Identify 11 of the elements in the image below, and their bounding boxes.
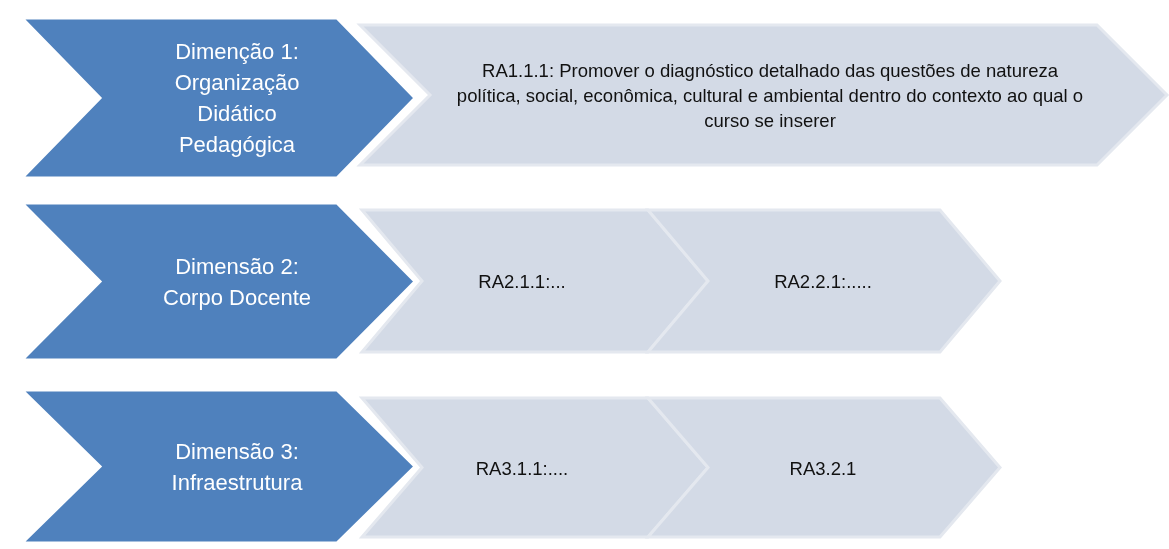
result-panel (648, 210, 1000, 352)
dimension-title: Dimensão 3: Infraestrutura (170, 437, 304, 497)
result-panel (362, 398, 708, 537)
result-panel (648, 398, 1000, 537)
result-text: RA3.1.1:.... (474, 456, 570, 480)
result-panel (362, 210, 708, 352)
dimension-title: Dimenção 1: Organização Didático Pedagógica (173, 38, 301, 159)
result-text: RA3.2.1 (788, 456, 858, 480)
result-text: RA2.1.1:... (477, 269, 567, 294)
result-text: RA2.2.1:..... (773, 269, 873, 294)
dimension-title: Dimensão 2: Corpo Docente (162, 252, 312, 312)
